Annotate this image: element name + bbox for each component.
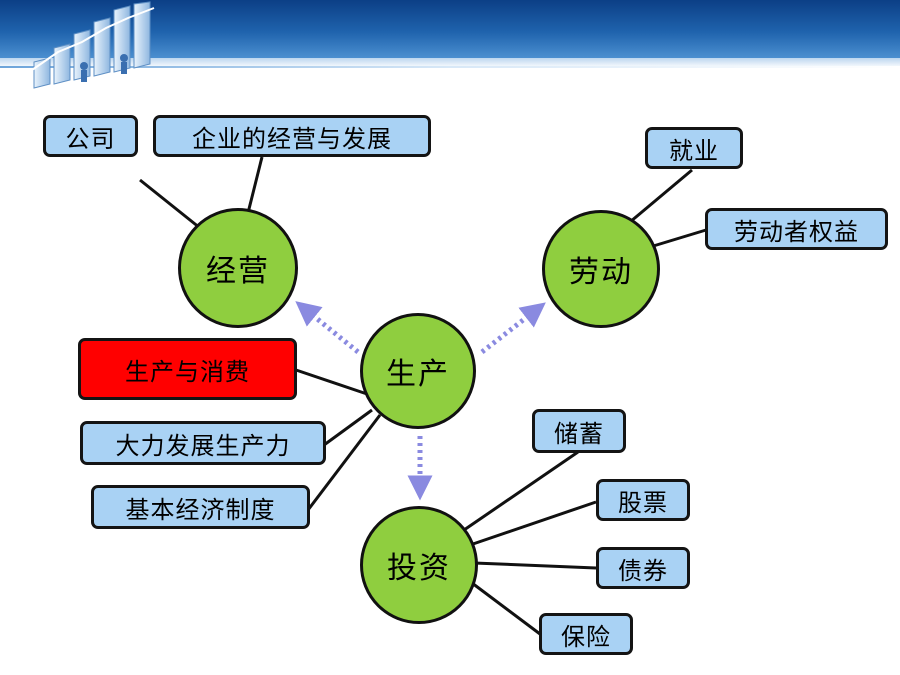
link-touzi-gupiao	[469, 500, 597, 547]
node-jingying: 经营	[178, 208, 298, 328]
node-touzi-label: 投资	[387, 551, 451, 586]
box-quanyi: 劳动者权益	[705, 208, 888, 250]
arrow-to-jingying	[295, 301, 360, 354]
node-center-label: 生产	[386, 357, 450, 392]
node-laodong-label: 劳动	[569, 255, 633, 290]
box-qiye: 企业的经营与发展	[153, 115, 431, 157]
arrow-to-laodong	[480, 302, 546, 354]
box-chuxu: 储蓄	[532, 409, 626, 453]
box-dali: 大力发展生产力	[80, 421, 326, 465]
link-laodong-jiuye	[629, 168, 693, 224]
link-jingying-qiye	[246, 156, 264, 214]
link-touzi-zhaiquan	[473, 561, 597, 570]
box-gongsi: 公司	[43, 115, 138, 157]
node-laodong: 劳动	[542, 210, 660, 328]
link-touzi-baoxian	[471, 581, 541, 636]
link-laodong-quanyi	[649, 228, 707, 249]
link-jingying-gongsi	[139, 178, 201, 230]
node-jingying-label: 经营	[206, 254, 270, 289]
box-zhidu: 基本经济制度	[91, 485, 310, 529]
rising-bar-chart-logo-icon	[31, 1, 155, 89]
node-center-shengchan: 生产	[360, 313, 476, 429]
link-center-dali	[323, 408, 373, 447]
node-touzi: 投资	[360, 506, 478, 624]
box-zhaiquan: 债券	[596, 547, 690, 589]
link-center-zhidu	[306, 414, 382, 511]
box-baoxian: 保险	[539, 613, 633, 655]
box-gupiao: 股票	[596, 479, 690, 521]
header-shine	[0, 58, 900, 68]
header-divider	[0, 66, 900, 68]
box-xiaofei-highlighted: 生产与消费	[78, 338, 297, 400]
link-touzi-chuxu	[463, 450, 579, 532]
box-jiuye: 就业	[645, 127, 743, 169]
link-center-xiaofei	[295, 368, 371, 397]
